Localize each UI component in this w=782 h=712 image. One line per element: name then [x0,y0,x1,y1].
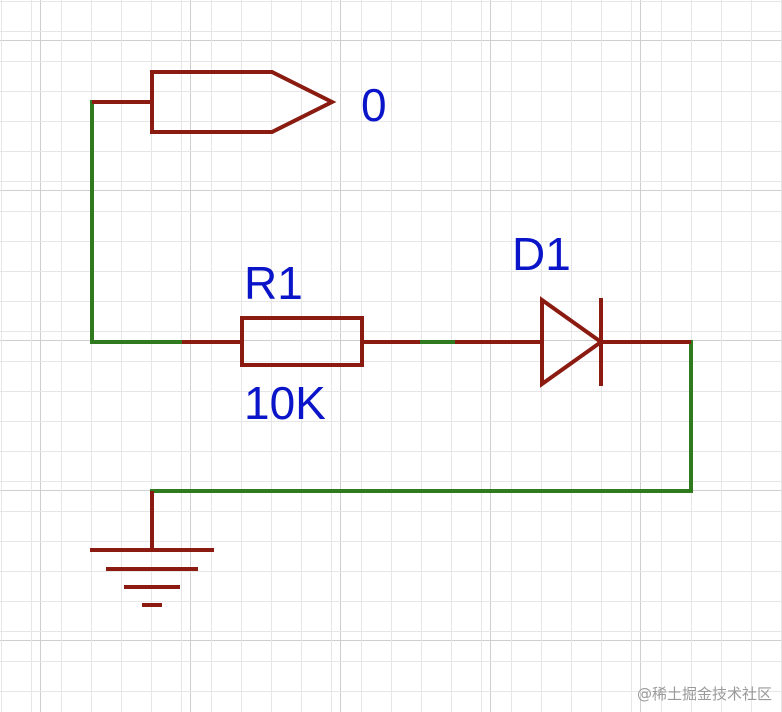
net-port-body [150,70,337,134]
diode-triangle [540,296,605,388]
net-port-label: 0 [361,79,387,131]
diode-d1-symbol [455,296,691,388]
net-port-symbol [92,70,337,134]
resistor-body [240,316,364,367]
resistor-r1-symbol [182,316,420,367]
wires [90,100,693,493]
resistor-ref-label: R1 [244,257,303,309]
diode-ref-label: D1 [512,228,571,280]
ground-symbol [90,491,214,607]
watermark-text: @稀土掘金技术社区 [636,685,772,703]
resistor-value-label: 10K [244,377,326,429]
